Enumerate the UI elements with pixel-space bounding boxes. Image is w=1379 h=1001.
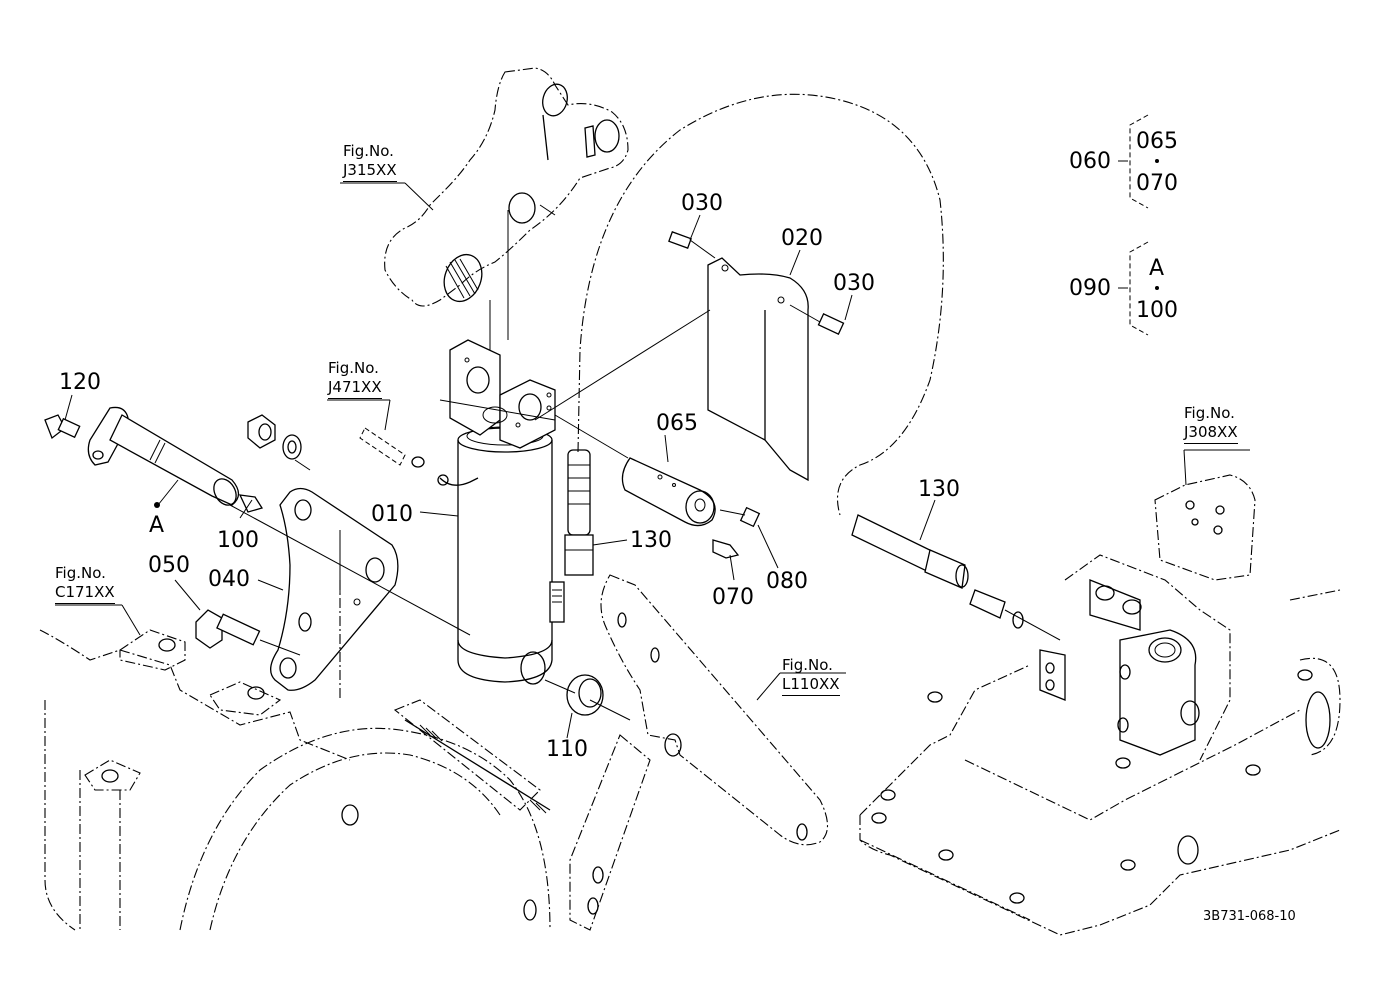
fig-caption: Fig.No. <box>782 656 833 674</box>
part-label-130-right[interactable]: 130 <box>918 477 960 502</box>
pivot-pin-a <box>44 406 264 513</box>
lift-arm <box>384 67 629 340</box>
fig-ref-l110xx[interactable]: Fig.No. L110XX <box>782 656 840 696</box>
small-hose <box>359 427 479 486</box>
fig-ref-j471xx[interactable]: Fig.No. J471XX <box>328 359 382 399</box>
leader-lines <box>55 182 1250 739</box>
part-label-065[interactable]: 065 <box>656 411 698 436</box>
fig-ref-j308xx[interactable]: Fig.No. J308XX <box>1184 404 1238 444</box>
fig-number: J471XX <box>328 378 382 399</box>
transmission-case <box>39 580 551 931</box>
pin-065 <box>621 457 761 559</box>
reference-point-a <box>154 502 160 508</box>
fig-number: C171XX <box>55 583 115 604</box>
part-label-130-center[interactable]: 130 <box>630 528 672 553</box>
part-label-020[interactable]: 020 <box>781 226 823 251</box>
hose-loop-line <box>577 93 944 516</box>
fig-caption: Fig.No. <box>55 564 106 582</box>
part-label-030-upper[interactable]: 030 <box>681 191 723 216</box>
assembly-bracket-060 <box>1118 114 1159 209</box>
nut-and-washer <box>247 414 302 460</box>
part-label-120[interactable]: 120 <box>59 370 101 395</box>
bushing <box>566 674 604 716</box>
fig-caption: Fig.No. <box>343 142 394 160</box>
part-label-040[interactable]: 040 <box>208 567 250 592</box>
fig-number: J308XX <box>1184 423 1238 444</box>
part-label-100[interactable]: 100 <box>217 528 259 553</box>
stud-threads <box>419 724 547 814</box>
assembly-parent-090[interactable]: 090 <box>1069 276 1111 301</box>
fig-number: J315XX <box>343 161 397 182</box>
hydraulic-housing <box>859 474 1341 936</box>
hose-guard <box>668 231 845 482</box>
hose-fitting-center <box>564 449 594 576</box>
assembly-child-100[interactable]: 100 <box>1136 298 1178 323</box>
hydraulic-cylinder <box>449 339 565 685</box>
assembly-parent-060[interactable]: 060 <box>1069 149 1111 174</box>
fig-caption: Fig.No. <box>328 359 379 377</box>
fig-number: L110XX <box>782 675 840 696</box>
assembly-child-a[interactable]: A <box>1149 256 1165 281</box>
bolt-050 <box>195 609 261 649</box>
part-label-010[interactable]: 010 <box>371 502 413 527</box>
part-label-070[interactable]: 070 <box>712 585 754 610</box>
bracket <box>270 487 399 691</box>
drawing-code: 3B731-068-10 <box>1203 909 1296 924</box>
assembly-child-065[interactable]: 065 <box>1136 129 1178 154</box>
spline-hatch <box>445 258 479 299</box>
fig-caption: Fig.No. <box>1184 404 1235 422</box>
part-label-a[interactable]: A <box>149 513 165 538</box>
hose-fitting-right <box>851 514 1024 629</box>
part-label-110[interactable]: 110 <box>546 737 588 762</box>
fig-ref-j315xx[interactable]: Fig.No. J315XX <box>343 142 397 182</box>
part-label-080[interactable]: 080 <box>766 569 808 594</box>
fig-ref-c171xx[interactable]: Fig.No. C171XX <box>55 564 115 604</box>
arm-bracket <box>569 574 829 931</box>
assembly-child-070[interactable]: 070 <box>1136 171 1178 196</box>
part-label-050[interactable]: 050 <box>148 553 190 578</box>
part-label-030-lower[interactable]: 030 <box>833 271 875 296</box>
assembly-bracket-090 <box>1118 241 1159 336</box>
